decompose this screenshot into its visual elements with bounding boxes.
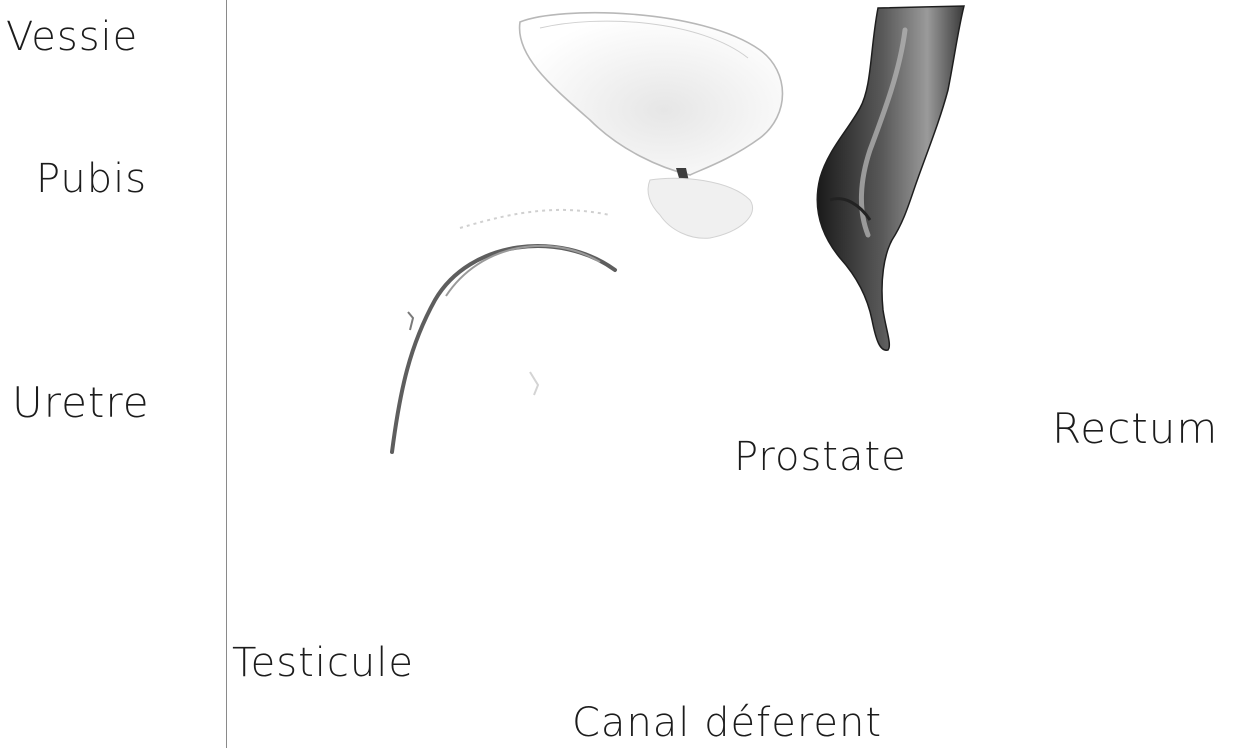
label-canal-deferent: Canal déferent: [572, 700, 882, 746]
label-prostate: Prostate: [734, 434, 907, 480]
rectum-shape: [817, 6, 964, 350]
label-uretre: Uretre: [12, 378, 150, 427]
bladder-shape: [520, 13, 783, 175]
prostate-faint-shape: [648, 178, 753, 238]
label-vessie: Vessie: [6, 14, 138, 60]
pubis-faint-line: [460, 210, 610, 228]
faint-mark: [530, 372, 538, 395]
urethra-tip: [408, 312, 413, 330]
label-testicule: Testicule: [232, 640, 414, 686]
label-pubis: Pubis: [36, 156, 147, 202]
label-rectum: Rectum: [1052, 404, 1218, 453]
urethra-curve: [392, 246, 615, 452]
